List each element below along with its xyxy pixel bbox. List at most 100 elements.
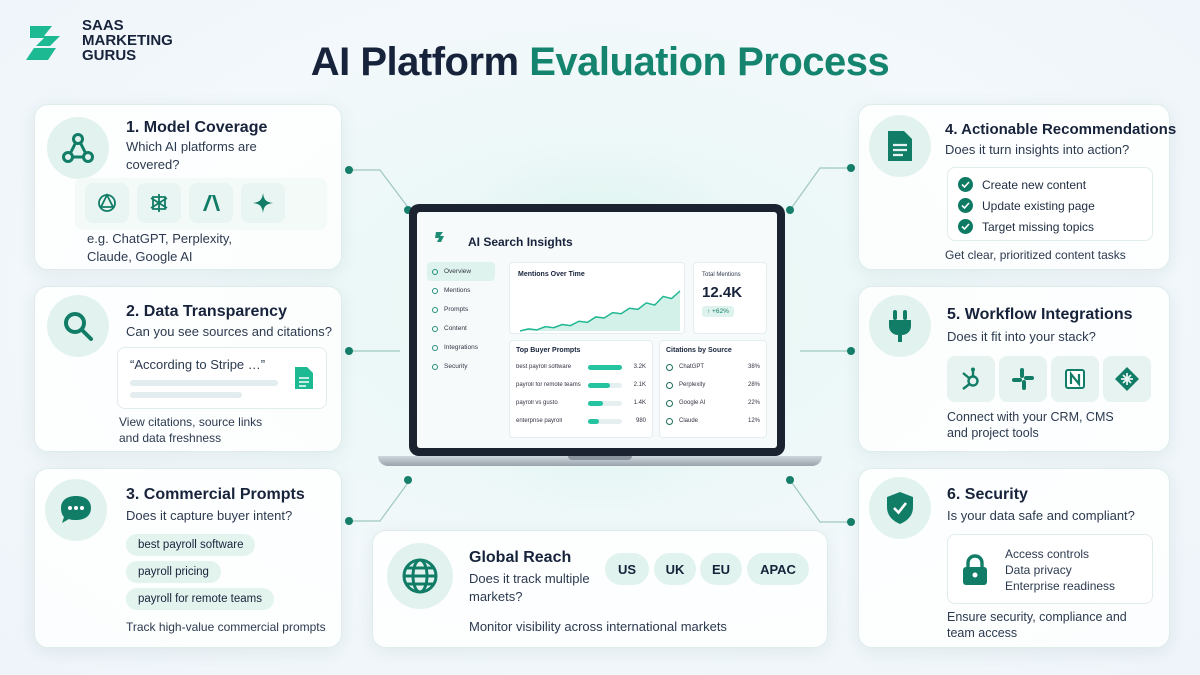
- card-workflow-integrations: 5. Workflow Integrations Does it fit int…: [858, 286, 1170, 452]
- nav-icon: [432, 268, 438, 275]
- sidebar-item-overview[interactable]: Overview: [427, 262, 495, 281]
- sidebar-item-content[interactable]: Content: [427, 319, 495, 338]
- security-item: Enterprise readiness: [1005, 579, 1116, 593]
- source-icon: [666, 381, 673, 389]
- recommendation-label: Create new content: [982, 177, 1087, 192]
- sidebar-item-prompts[interactable]: Prompts: [427, 300, 495, 319]
- data-transparency-title: 2. Data Transparency: [126, 303, 287, 320]
- buyer-prompt-bar: [588, 400, 603, 406]
- check-icon: [958, 198, 973, 213]
- integrations-subtitle: Does it fit into your stack?: [947, 329, 1096, 344]
- nav-icon: [432, 363, 438, 370]
- buyer-prompt-value: 1.4K: [633, 400, 646, 406]
- buyer-prompt-bar: [588, 382, 611, 388]
- padlock-icon: [963, 554, 987, 585]
- prompt-pill: best payroll software: [126, 534, 256, 556]
- citation-source-label: Google AI: [679, 400, 706, 406]
- page-title-part1: AI Platform: [310, 40, 519, 84]
- recommendation-item: Target missing topics: [958, 216, 1142, 237]
- security-item: Data privacy: [1005, 563, 1072, 577]
- sidebar-item-mentions[interactable]: Mentions: [427, 281, 495, 300]
- document-icon: [888, 131, 912, 161]
- total-change: ↑ +62%: [702, 306, 734, 317]
- app-logo-icon: [435, 232, 444, 242]
- buyer-prompt-label: best payroll software: [516, 364, 572, 370]
- plug-icon: [889, 310, 911, 342]
- openai-icon: [98, 192, 116, 212]
- laptop-notch: [568, 456, 632, 460]
- nav-icon: [432, 306, 438, 313]
- sidebar-nav: Overview Mentions Prompts Content Integr…: [427, 262, 495, 376]
- market-pill: US: [605, 553, 649, 585]
- nav-icon: [432, 287, 438, 294]
- sidebar-item-label: Content: [444, 325, 467, 332]
- perplexity-icon: [150, 194, 168, 212]
- recommendations-subtitle: Does it turn insights into action?: [945, 142, 1130, 157]
- security-title: 6. Security: [947, 486, 1028, 503]
- global-reach-caption: Monitor visibility across international …: [469, 619, 727, 634]
- connector-dot: [345, 347, 353, 355]
- integration-tile: [1051, 356, 1099, 402]
- buyer-prompt-label: enterprise payroll: [516, 418, 563, 424]
- sidebar-item-label: Prompts: [444, 306, 469, 313]
- citations-title: Citations by Source: [666, 347, 732, 354]
- citation-source-label: Perplexity: [679, 382, 706, 388]
- model-coverage-badge: [47, 117, 109, 179]
- sidebar-item-integrations[interactable]: Integrations: [427, 338, 495, 357]
- shield-icon: [887, 492, 913, 524]
- connector-dot: [847, 164, 855, 172]
- magnifier-icon: [64, 312, 93, 341]
- connector-dot: [847, 518, 855, 526]
- citations-panel: Citations by Source ChatGPT 38% Perplexity…: [659, 340, 767, 438]
- integration-tile: [1103, 356, 1151, 402]
- anthropic-icon: [203, 195, 220, 211]
- commercial-prompts-caption: Track high-value commercial prompts: [126, 620, 326, 634]
- recommendations-caption: Get clear, prioritized content tasks: [945, 248, 1126, 262]
- check-icon: [958, 177, 973, 192]
- source-icon: [666, 399, 673, 407]
- mentions-line: [519, 290, 681, 332]
- mentions-line-chart: [519, 290, 681, 332]
- check-icon: [958, 219, 973, 234]
- commercial-prompts-badge: [45, 479, 107, 541]
- connector-dot: [345, 166, 353, 174]
- card-security: 6. Security Is your data safe and compli…: [858, 468, 1170, 648]
- buyer-prompt-bar-track: [588, 382, 622, 388]
- citation-source-value: 38%: [747, 364, 760, 370]
- market-pill: UK: [654, 553, 696, 585]
- notion-icon: [1065, 369, 1085, 389]
- document-icon: [295, 367, 313, 389]
- card-model-coverage: 1. Model Coverage Which AI platforms are…: [34, 104, 342, 270]
- total-label: Total Mentions: [702, 272, 741, 278]
- nav-icon: [432, 325, 438, 332]
- brand-line3: GURUS: [82, 47, 137, 64]
- brand-logo-icon: [26, 26, 60, 60]
- connector-dot: [404, 206, 412, 214]
- integrations-caption: Connect with your CRM, CMS and project t…: [947, 410, 1114, 440]
- buyer-prompt-bar-track: [588, 400, 622, 406]
- brand-logo: SAAS MARKETING GURUS: [22, 16, 202, 68]
- buyer-prompt-label: payroll for remote teams: [516, 382, 581, 388]
- citation-source-label: Claude: [679, 418, 699, 424]
- recommendations-title: 4. Actionable Recommendations: [945, 121, 1177, 138]
- security-item: Access controls: [1005, 547, 1090, 561]
- recommendation-item: Create new content: [958, 174, 1142, 195]
- brand-line1: SAAS: [82, 17, 124, 34]
- sidebar-item-security[interactable]: Security: [427, 357, 495, 376]
- connector-dot: [786, 206, 794, 214]
- recommendations-badge: [869, 115, 931, 177]
- mentions-title: Mentions Over Time: [518, 271, 585, 278]
- citation-preview: “According to Stripe …”: [117, 347, 327, 409]
- data-transparency-caption: View citations, source links and data fr…: [119, 415, 263, 445]
- card-data-transparency: 2. Data Transparency Can you see sources…: [34, 286, 342, 452]
- citation-source-label: ChatGPT: [679, 364, 705, 370]
- recommendation-label: Update existing page: [982, 198, 1095, 213]
- integration-tile: [999, 356, 1047, 402]
- source-icon: [666, 363, 673, 371]
- card-commercial-prompts: 3. Commercial Prompts Does it capture bu…: [34, 468, 342, 648]
- model-tile: [85, 183, 129, 223]
- citation-line: [130, 380, 278, 386]
